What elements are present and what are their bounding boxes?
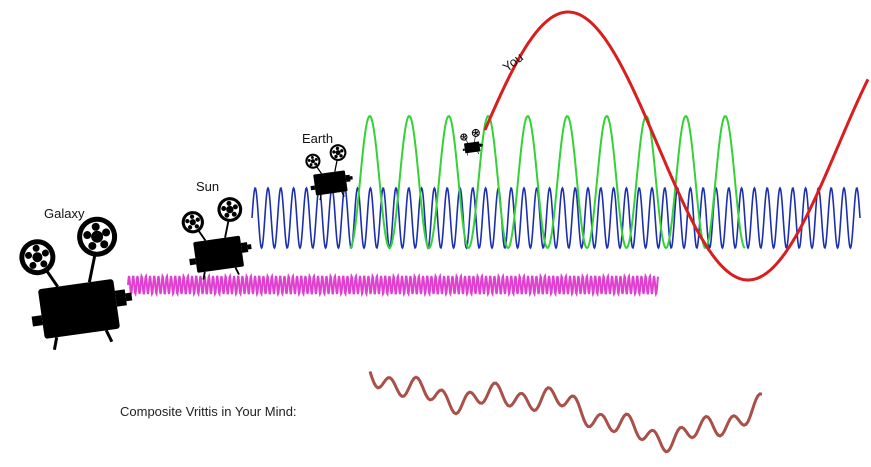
earth-wave [349, 114, 746, 250]
earth-label: Earth [302, 131, 333, 146]
composite-wave [368, 371, 763, 454]
you-projector-icon [459, 127, 485, 157]
galaxy-projector-icon [13, 211, 140, 355]
sun-projector-icon [178, 194, 256, 283]
galaxy-label: Galaxy [44, 206, 85, 221]
earth-projector-icon [302, 142, 356, 202]
galaxy-wave [127, 272, 659, 298]
you-wave [483, 10, 870, 282]
sun-label: Sun [196, 179, 219, 194]
composite-caption: Composite Vrittis in Your Mind: [120, 404, 297, 419]
